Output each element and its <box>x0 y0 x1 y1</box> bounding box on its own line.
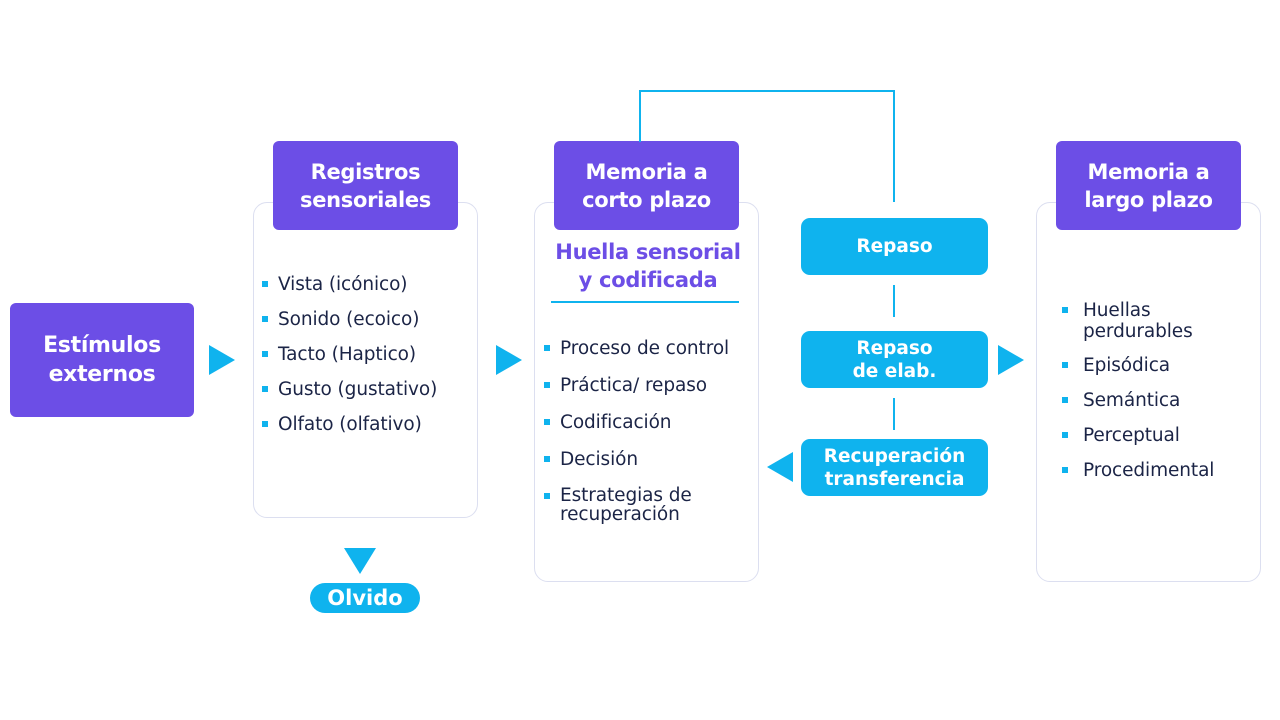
bullet-icon <box>544 345 550 351</box>
item-label-line-1: Estrategias de <box>560 485 692 506</box>
bullet-icon <box>544 493 550 499</box>
corto-subtitle-line-1: Huella sensorial <box>555 240 741 264</box>
item-label: Codificación <box>560 412 672 433</box>
arrow-registros-to-corto <box>496 345 522 375</box>
recuperacion-line-1: Recuperación <box>823 445 966 467</box>
recuperacion-line-2: transferencia <box>824 468 965 490</box>
connector-repaso-to-elab <box>893 285 895 317</box>
bullet-icon <box>544 382 550 388</box>
bullet-icon <box>262 316 268 322</box>
list-item: Sonido (ecoico) <box>262 309 419 330</box>
bullet-icon <box>262 386 268 392</box>
item-label: Semántica <box>1083 390 1181 411</box>
estimulos-externos-box: Estímulos externos <box>10 303 194 417</box>
bullet-icon <box>262 421 268 427</box>
list-item: Olfato (olfativo) <box>262 414 422 435</box>
list-item: Huellas perdurables <box>1062 300 1193 342</box>
bullet-icon <box>1062 362 1068 368</box>
bullet-icon <box>262 281 268 287</box>
list-item: Tacto (Haptico) <box>262 344 416 365</box>
item-label: Vista (icónico) <box>278 274 408 295</box>
olvido-label: Olvido <box>327 586 403 610</box>
item-label-line-2: recuperación <box>560 504 680 525</box>
largo-header-line-1: Memoria a <box>1087 159 1210 184</box>
bullet-icon <box>544 419 550 425</box>
arrow-to-olvido <box>344 548 376 574</box>
item-label-line-1: Huellas <box>1083 300 1151 321</box>
list-item: Estrategias de recuperación <box>544 486 692 524</box>
corto-header-line-2: corto plazo <box>582 187 711 212</box>
registros-header: Registros sensoriales <box>273 141 458 230</box>
item-label: Sonido (ecoico) <box>278 309 420 330</box>
bullet-icon <box>544 456 550 462</box>
item-label: Gusto (gustativo) <box>278 379 438 400</box>
loop-line-right-vertical <box>893 90 895 202</box>
list-item: Procedimental <box>1062 460 1214 481</box>
item-label: Episódica <box>1083 355 1171 376</box>
list-item: Semántica <box>1062 390 1180 411</box>
list-item: Práctica/ repaso <box>544 375 707 396</box>
item-label: Decisión <box>560 449 638 470</box>
estimulos-line-1: Estímulos <box>43 333 161 358</box>
list-item: Proceso de control <box>544 338 729 359</box>
list-item: Vista (icónico) <box>262 274 408 295</box>
item-label: Procedimental <box>1083 460 1215 481</box>
arrow-estimulos-to-registros <box>209 345 235 375</box>
list-item: Perceptual <box>1062 425 1180 446</box>
arrow-recuperacion-to-corto <box>767 452 793 482</box>
list-item: Decisión <box>544 449 638 470</box>
bullet-icon <box>1062 467 1068 473</box>
repaso-box: Repaso <box>801 218 988 275</box>
bullet-icon <box>1062 397 1068 403</box>
recuperacion-box: Recuperación transferencia <box>801 439 988 496</box>
item-label: Tacto (Haptico) <box>278 344 417 365</box>
item-label: Práctica/ repaso <box>560 375 707 396</box>
loop-line-top-horizontal <box>639 90 895 92</box>
item-label: Perceptual <box>1083 425 1180 446</box>
repaso-label: Repaso <box>856 236 933 257</box>
list-item: Episódica <box>1062 355 1170 376</box>
corto-header-line-1: Memoria a <box>585 159 708 184</box>
largo-header-line-2: largo plazo <box>1084 187 1213 212</box>
connector-elab-to-recuperacion <box>893 398 895 430</box>
bullet-icon <box>262 351 268 357</box>
bullet-icon <box>1062 307 1068 313</box>
registros-header-line-1: Registros <box>310 159 421 184</box>
estimulos-line-2: externos <box>48 362 156 387</box>
list-item: Gusto (gustativo) <box>262 379 437 400</box>
loop-line-left-vertical <box>639 90 641 142</box>
repaso-elab-line-2: de elab. <box>852 360 937 382</box>
registros-header-line-2: sensoriales <box>300 187 431 212</box>
largo-plazo-panel <box>1036 202 1261 582</box>
corto-subtitle-underline <box>551 301 739 303</box>
largo-plazo-header: Memoria a largo plazo <box>1056 141 1241 230</box>
item-label: Proceso de control <box>560 338 730 359</box>
repaso-elab-box: Repaso de elab. <box>801 331 988 388</box>
repaso-elab-line-1: Repaso <box>856 337 933 359</box>
corto-subtitle: Huella sensorial y codificada <box>538 238 758 294</box>
registros-panel <box>253 202 478 518</box>
arrow-to-largo-plazo <box>998 345 1024 375</box>
item-label: Olfato (olfativo) <box>278 414 422 435</box>
corto-plazo-header: Memoria a corto plazo <box>554 141 739 230</box>
bullet-icon <box>1062 432 1068 438</box>
corto-subtitle-line-2: y codificada <box>578 268 718 292</box>
olvido-pill: Olvido <box>310 583 420 613</box>
item-label-line-2: perdurables <box>1083 321 1193 342</box>
list-item: Codificación <box>544 412 672 433</box>
